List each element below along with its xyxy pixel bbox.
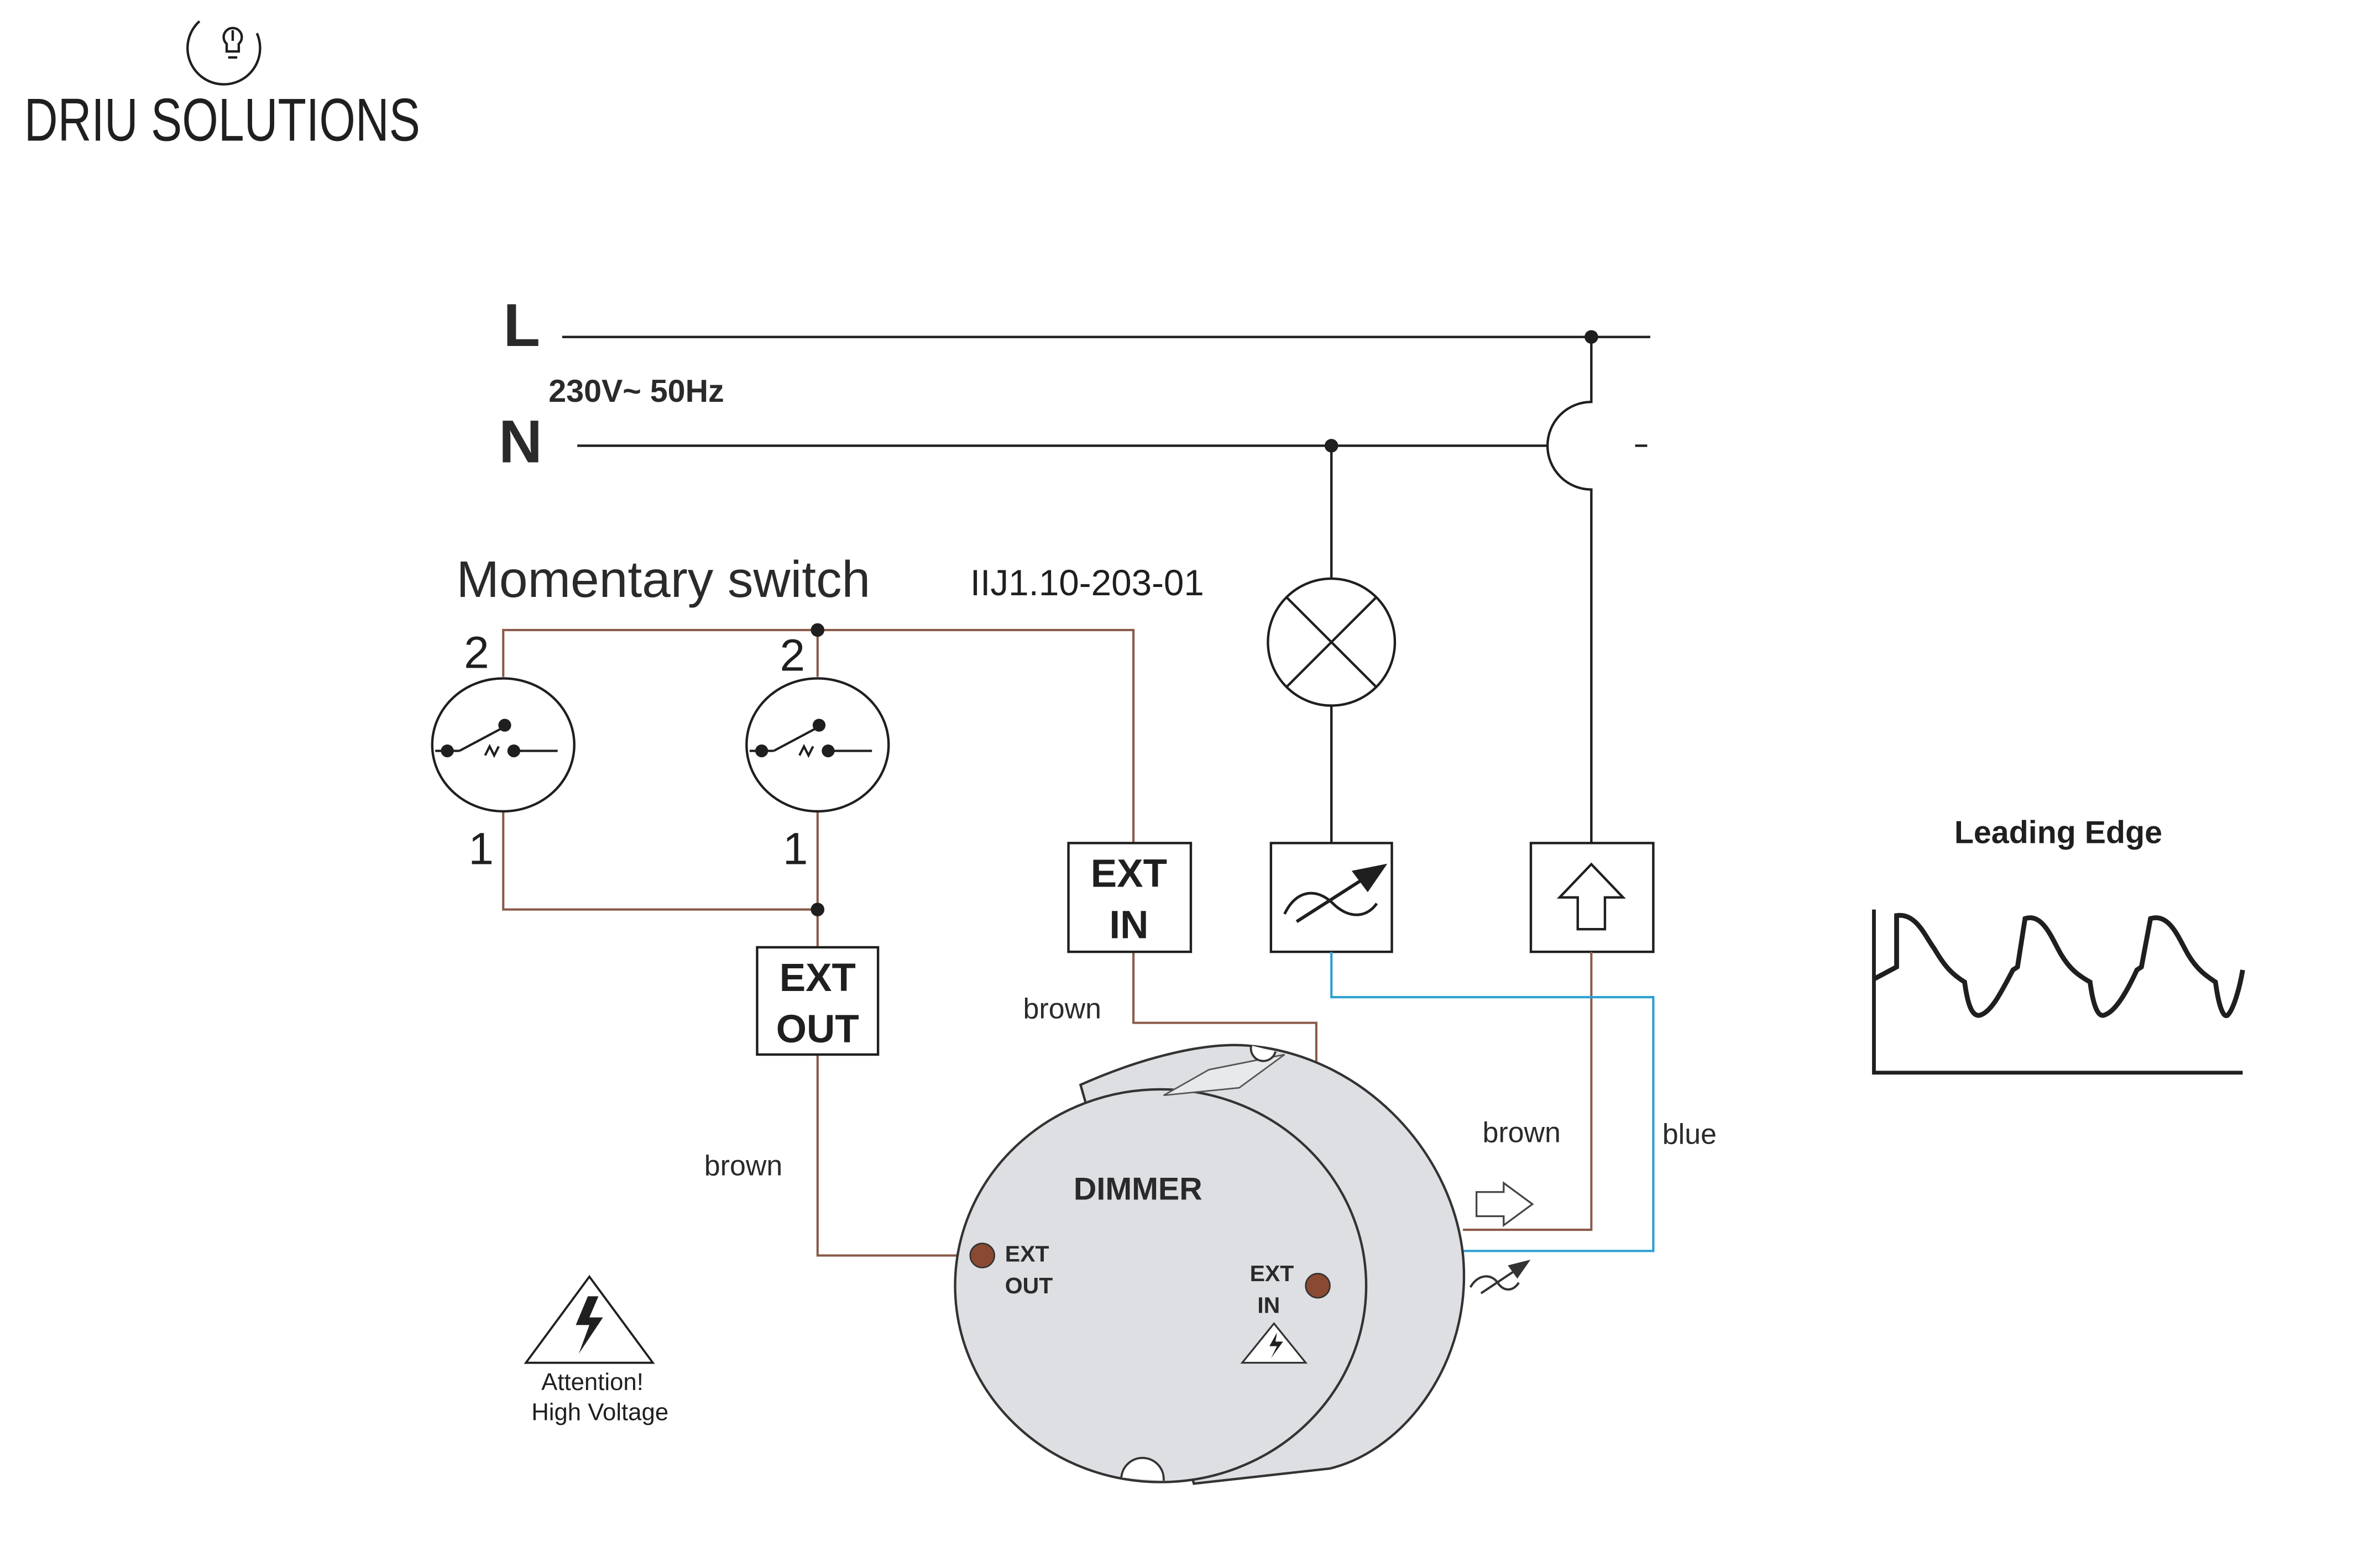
dimmer-ext-out-terminal xyxy=(969,1242,995,1268)
ext-in-box-line2: IN xyxy=(1109,904,1148,947)
lamp-icon xyxy=(1267,577,1397,707)
lightning-warning-icon xyxy=(1240,1321,1308,1364)
brown-ext-out-label: brown xyxy=(704,1150,782,1182)
switch-top-junction xyxy=(811,623,825,637)
supply-rating: 230V~ 50Hz xyxy=(548,374,724,409)
warning-line2: High Voltage xyxy=(531,1399,668,1426)
blue-output-label: blue xyxy=(1662,1118,1717,1150)
dimmer-ext-in-line1: EXT xyxy=(1250,1261,1294,1286)
live-drop-wire xyxy=(1546,337,1593,843)
brown-output-wire xyxy=(1462,952,1593,1231)
switch-right: 2 1 xyxy=(745,631,890,874)
dimmer-ext-out-line1: EXT xyxy=(1005,1241,1049,1267)
brown-ext-in-label: brown xyxy=(1023,993,1101,1025)
waveform-axes xyxy=(1872,909,2243,1075)
ext-out-box-line2: OUT xyxy=(776,1008,859,1051)
switch-left-bottom-terminal: 1 xyxy=(468,824,494,874)
ext-in-box-line1: EXT xyxy=(1091,852,1167,896)
dimmer-ext-in-line2: IN xyxy=(1257,1292,1280,1318)
brown-output-label: brown xyxy=(1483,1117,1561,1149)
waveform-title: Leading Edge xyxy=(1954,815,2162,850)
neutral-label: N xyxy=(499,408,542,476)
live-output-box xyxy=(1529,842,1655,953)
dimmer-symbol-box xyxy=(1269,842,1393,953)
dimmer-face xyxy=(954,1088,1368,1483)
waveform-curve xyxy=(1873,913,2245,1019)
switch-left: 2 1 xyxy=(431,627,576,874)
dimmer-ext-in-terminal xyxy=(1305,1273,1331,1299)
ext-out-box-line1: EXT xyxy=(780,956,856,1000)
supply: L N 230V~ 50Hz xyxy=(499,292,1650,843)
dimmer-title: DIMMER xyxy=(1074,1171,1202,1207)
switch-right-top-terminal: 2 xyxy=(780,631,805,681)
ext-in-box: EXT IN xyxy=(1067,842,1193,953)
up-arrow-icon xyxy=(1556,862,1626,931)
logo-bulb-icon xyxy=(186,20,262,86)
high-voltage-warning: Attention! High Voltage xyxy=(524,1275,668,1426)
ext-out-box: EXT OUT xyxy=(756,946,880,1056)
logo-brand-text: DRIU SOLUTIONS xyxy=(24,86,420,154)
switch-left-top-terminal: 2 xyxy=(464,627,489,678)
leading-edge-graph: Leading Edge xyxy=(1872,815,2245,1075)
momentary-switch-icon xyxy=(435,719,558,758)
small-dimmer-symbol-icon xyxy=(1469,1260,1531,1294)
switch-bottom-junction xyxy=(811,903,825,916)
blue-output-wire xyxy=(1330,952,1655,1252)
dimmer-symbol-icon xyxy=(1283,863,1388,924)
line-label: L xyxy=(503,292,540,359)
dimmer-device: DIMMER EXT OUT EXT IN xyxy=(954,1043,1534,1485)
momentary-switch-icon xyxy=(749,719,872,758)
switch-part-number: IIJ1.10-203-01 xyxy=(970,563,1204,603)
switch-title: Momentary switch xyxy=(457,550,871,608)
logo: DRIU SOLUTIONS xyxy=(24,20,420,154)
lightning-warning-icon xyxy=(576,1296,603,1354)
switch-right-bottom-terminal: 1 xyxy=(783,824,808,874)
dimmer-ext-out-line2: OUT xyxy=(1005,1273,1053,1298)
warning-line1: Attention! xyxy=(541,1368,644,1396)
hollow-arrow-icon xyxy=(1475,1181,1534,1228)
